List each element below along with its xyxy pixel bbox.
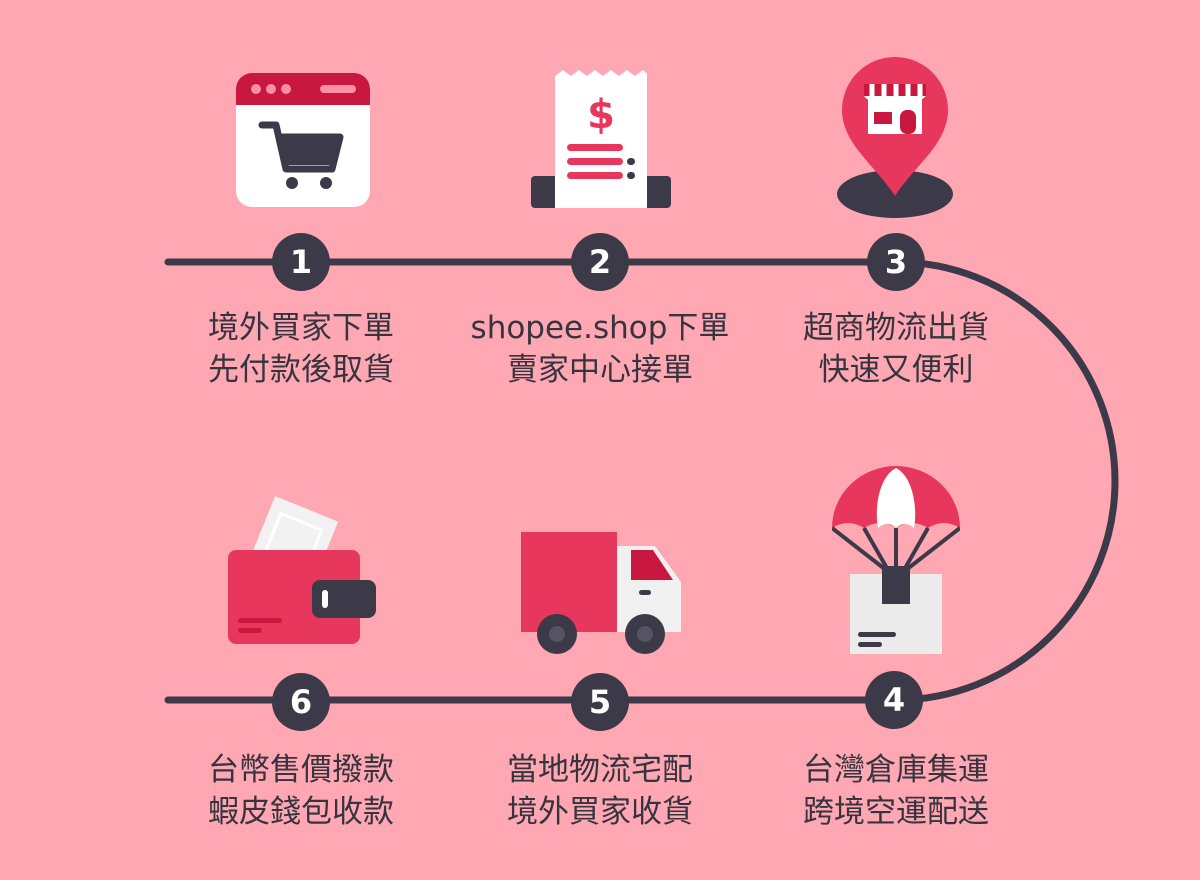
wallet-icon [228,496,376,644]
step-2-line-2: 賣家中心接單 [507,352,693,388]
store-location-pin-icon [837,57,953,218]
svg-text:$: $ [587,92,615,138]
step-1-badge: 1 [272,233,330,291]
step-2-caption: shopee.shop下單 賣家中心接單 [440,307,760,391]
parachute-package-icon [832,466,960,654]
shopping-cart-browser-icon [236,73,370,207]
step-1-caption: 境外買家下單 先付款後取貨 [141,307,461,391]
receipt-dollar-icon: $ [531,70,671,208]
step-4-line-1: 台灣倉庫集運 [803,752,989,788]
step-1-line-2: 先付款後取貨 [208,352,394,388]
step-6-line-2: 蝦皮錢包收款 [208,794,394,830]
step-2-badge: 2 [571,233,629,291]
step-6-badge: 6 [272,673,330,731]
step-1-line-1: 境外買家下單 [208,310,394,346]
delivery-truck-icon [521,532,681,654]
step-4-line-2: 跨境空運配送 [803,794,989,830]
step-3-line-1: 超商物流出貨 [803,310,989,346]
step-4-badge: 4 [865,671,923,729]
step-3-line-2: 快速又便利 [818,352,974,388]
step-2-line-1: shopee.shop下單 [470,310,730,346]
step-5-line-2: 境外買家收貨 [507,794,693,830]
step-6-line-1: 台幣售價撥款 [208,752,394,788]
step-3-badge: 3 [867,233,925,291]
step-6-caption: 台幣售價撥款 蝦皮錢包收款 [141,749,461,833]
step-5-line-1: 當地物流宅配 [507,752,693,788]
step-4-caption: 台灣倉庫集運 跨境空運配送 [736,749,1056,833]
step-5-caption: 當地物流宅配 境外買家收貨 [440,749,760,833]
step-3-caption: 超商物流出貨 快速又便利 [736,307,1056,391]
step-5-badge: 5 [571,673,629,731]
